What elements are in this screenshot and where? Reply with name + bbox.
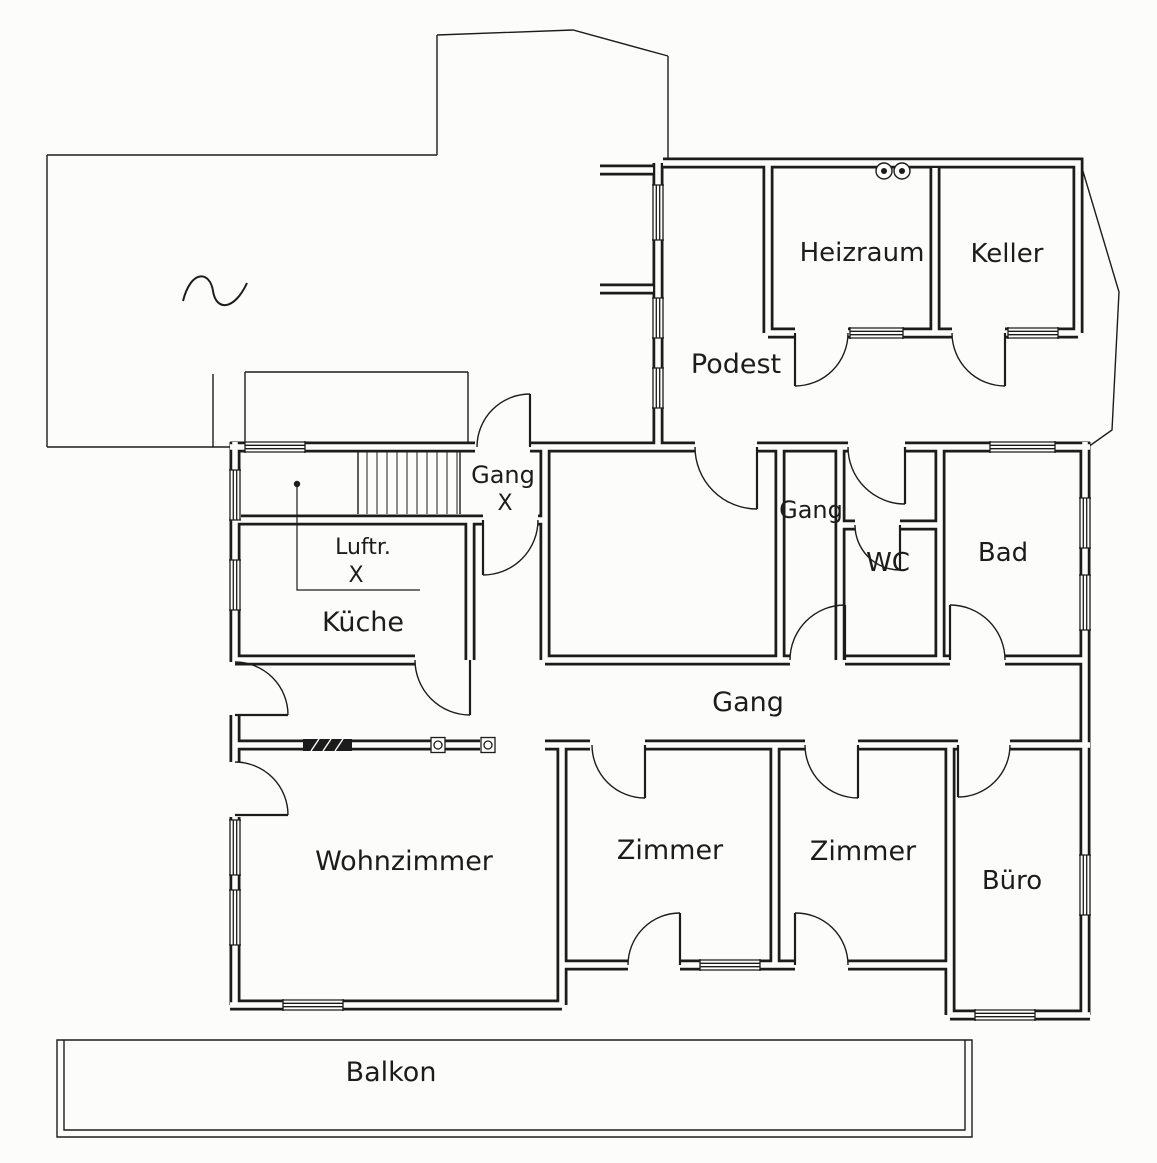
room-label-kueche: Küche bbox=[322, 607, 404, 638]
door-buero bbox=[956, 744, 1011, 798]
door-gang-connector bbox=[789, 604, 847, 661]
door-gang-upper bbox=[847, 446, 907, 505]
hatched-wall-segment bbox=[303, 738, 352, 752]
window-symbol bbox=[282, 999, 344, 1011]
window-symbol bbox=[229, 889, 241, 946]
room-label-balkon: Balkon bbox=[346, 1057, 437, 1088]
door-heizraum bbox=[793, 332, 849, 387]
window-symbol bbox=[652, 297, 664, 339]
room-label-buero: Büro bbox=[982, 866, 1042, 896]
window-symbol bbox=[974, 1009, 1036, 1021]
room-label-bad: Bad bbox=[978, 538, 1028, 568]
staircase bbox=[357, 452, 461, 514]
door-wc bbox=[854, 524, 902, 571]
room-label-heizraum: Heizraum bbox=[800, 238, 925, 268]
room-label-gang-main: Gang bbox=[712, 687, 784, 718]
room-label-luftraum-x: X bbox=[348, 563, 363, 588]
fixtures bbox=[293, 162, 911, 754]
socket-icon bbox=[430, 736, 446, 754]
window-symbol bbox=[229, 559, 241, 611]
window-symbol bbox=[229, 819, 241, 876]
room-labels: Heizraum Keller Podest Gang X Luftr. X K… bbox=[315, 238, 1044, 1088]
window-symbol bbox=[699, 959, 761, 971]
window-symbol bbox=[1079, 497, 1091, 549]
door-zimmer-1 bbox=[591, 744, 647, 799]
window-symbol bbox=[1079, 854, 1091, 916]
exterior-outline bbox=[46, 29, 1120, 1138]
room-label-zimmer-1: Zimmer bbox=[617, 835, 724, 866]
window-symbol bbox=[1079, 574, 1091, 631]
door-gang-west bbox=[234, 661, 289, 717]
window-symbol bbox=[229, 469, 241, 521]
luftraum-marker bbox=[293, 480, 420, 591]
door-entry bbox=[694, 446, 759, 510]
socket-icon bbox=[480, 736, 496, 754]
window-symbol bbox=[652, 367, 664, 409]
boiler-icon bbox=[875, 162, 911, 180]
window-symbol bbox=[989, 441, 1056, 453]
window-symbol bbox=[1007, 327, 1059, 339]
door-vestibule bbox=[481, 519, 539, 576]
room-label-wc: WC bbox=[866, 548, 910, 578]
room-label-gang-upper: Gang bbox=[779, 496, 843, 524]
balcony-outline bbox=[56, 1039, 973, 1138]
room-label-keller: Keller bbox=[971, 239, 1044, 269]
door-zimmer-2 bbox=[804, 744, 860, 799]
windows bbox=[229, 184, 1091, 1021]
window-symbol bbox=[652, 184, 664, 241]
doors bbox=[234, 332, 1011, 966]
room-label-zimmer-2: Zimmer bbox=[810, 836, 917, 867]
room-label-gang-stairs: Gang bbox=[471, 461, 535, 489]
room-label-gang-stairs-x: X bbox=[497, 491, 512, 516]
window-symbol bbox=[849, 327, 904, 339]
door-zimmer-2-balkon bbox=[793, 912, 849, 966]
break-mark bbox=[182, 275, 248, 307]
door-kueche bbox=[414, 659, 472, 716]
room-label-wohnzimmer: Wohnzimmer bbox=[315, 846, 494, 877]
door-bad bbox=[948, 604, 1006, 661]
room-label-luftraum: Luftr. bbox=[335, 535, 391, 560]
door-keller bbox=[951, 332, 1007, 387]
window-symbol bbox=[244, 441, 306, 453]
door-porch bbox=[476, 393, 532, 448]
room-label-podest: Podest bbox=[691, 349, 781, 380]
door-wohnzimmer-west bbox=[234, 761, 289, 817]
door-zimmer-1-balkon bbox=[627, 912, 682, 966]
